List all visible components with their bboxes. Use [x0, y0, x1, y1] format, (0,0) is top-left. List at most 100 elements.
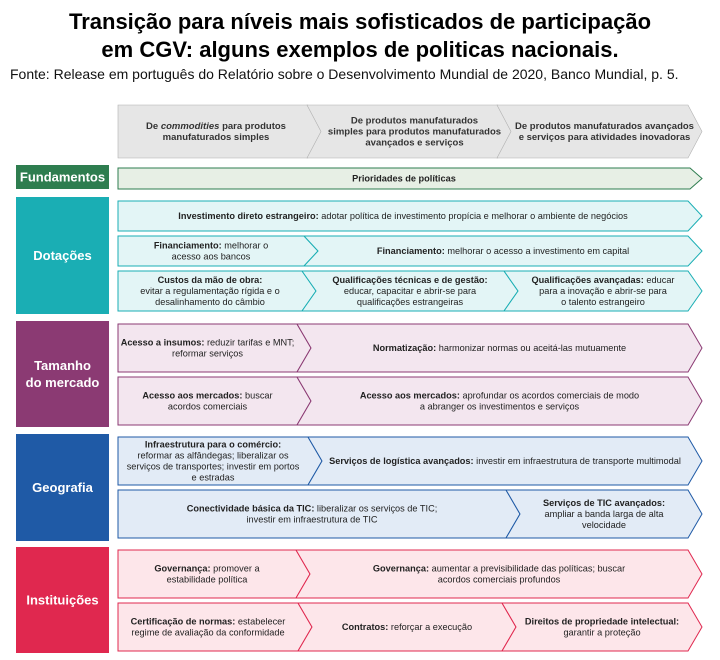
- text-segment: Certificação de normas:: [131, 617, 236, 627]
- category-label-line: Geografia: [32, 480, 93, 495]
- policy-arrow-text-2: Investimento direto estrangeiro: adotar …: [178, 211, 628, 221]
- policy-arrow-text-4: Financiamento: melhorar o acesso a inves…: [377, 246, 629, 256]
- category-label-line: Dotações: [33, 248, 92, 263]
- category-box-fundamentos: [16, 165, 109, 189]
- text-segment: serviços de transportes; investir em por…: [127, 462, 300, 472]
- text-segment: regime de avaliação da conformidade: [131, 628, 284, 638]
- text-segment: estabilidade política: [167, 575, 249, 585]
- title-line-1: Transição para níveis mais sofisticados …: [68, 9, 652, 34]
- category-label-mercado: Tamanho do mercado: [26, 358, 100, 390]
- category-label-line: Instituições: [26, 593, 98, 608]
- category-label-geografia: Geografia: [32, 480, 93, 495]
- policy-arrow-fundamentos-1: [117, 167, 703, 190]
- source-note: Fonte: Release em português do Relatório…: [10, 66, 679, 82]
- category-label-instituicoes: Instituições: [26, 593, 98, 608]
- text-segment: Direitos de propriedade intelectual:: [525, 617, 679, 627]
- text-segment: reforçar a execução: [388, 622, 472, 632]
- text-segment: buscar: [242, 391, 272, 401]
- text-segment: promover a: [211, 564, 261, 574]
- text-segment: Prioridades de políticas: [352, 174, 456, 184]
- policy-arrow-text-6: Qualificações técnicas e de gestão:educa…: [332, 275, 487, 307]
- category-label-line: Fundamentos: [20, 170, 105, 185]
- text-segment: reformar serviços: [172, 349, 243, 359]
- text-segment: Qualificações técnicas e de gestão:: [332, 275, 487, 285]
- text-segment: Serviços de logística avançados:: [329, 456, 474, 466]
- text-segment: ampliar a banda larga de alta: [544, 509, 664, 519]
- text-segment: a abranger os investimentos e serviços: [420, 402, 580, 412]
- text-segment: para produtos: [219, 121, 286, 132]
- text-segment: educar, capacitar e abrir-se para: [344, 286, 477, 296]
- text-segment: investir em infraestrutura de transporte…: [474, 456, 681, 466]
- policy-arrow-text-12: Infraestrutura para o comércio:reformar …: [127, 440, 300, 483]
- category-box-dotacoes: [16, 197, 109, 314]
- policy-arrow-text-19: Contratos: reforçar a execução: [342, 622, 472, 632]
- category-label-line: Tamanho: [34, 358, 91, 373]
- text-segment: De produtos manufaturados: [351, 116, 478, 127]
- text-segment: Acesso aos mercados:: [360, 391, 460, 401]
- category-box-mercado: [16, 321, 109, 427]
- policy-arrow-text-17: Governança: aumentar a previsibilidade d…: [373, 564, 625, 585]
- category-box-geografia: [16, 434, 109, 541]
- policy-arrow-dotacoes-7: [503, 270, 703, 312]
- text-segment: e estradas: [192, 473, 235, 483]
- text-segment: acesso aos bancos: [172, 252, 251, 262]
- text-segment: aprofundar os acordos comerciais de modo: [460, 391, 639, 401]
- text-segment: Infraestrutura para o comércio:: [145, 440, 281, 450]
- text-segment: liberalizar os serviços de TIC;: [314, 504, 437, 514]
- text-segment: educar: [644, 275, 675, 285]
- text-segment: Financiamento:: [154, 241, 222, 251]
- text-segment: reformar as alfândegas; liberalizar os: [137, 451, 289, 461]
- text-segment: Acesso a insumos:: [121, 338, 205, 348]
- category-label-fundamentos: Fundamentos: [20, 170, 105, 185]
- text-segment: acordos comerciais profundos: [438, 575, 561, 585]
- text-segment: melhorar o: [222, 241, 268, 251]
- policy-arrow-dotacoes-2: [117, 200, 703, 232]
- policy-arrow-instituicoes-17: [295, 549, 703, 599]
- policy-arrow-mercado-11: [296, 376, 703, 426]
- category-label-line: do mercado: [26, 375, 100, 390]
- text-segment: e serviços para atividades inovadoras: [519, 132, 691, 143]
- category-box-instituicoes: [16, 547, 109, 653]
- text-segment: garantir a proteção: [563, 628, 640, 638]
- title-line-2: em CGV: alguns exemplos de politicas nac…: [101, 37, 619, 62]
- policy-arrow-dotacoes-4: [302, 235, 703, 267]
- text-segment: o talento estrangeiro: [561, 297, 645, 307]
- text-segment: investir em infraestrutura de TIC: [246, 515, 377, 525]
- text-segment: commodities: [161, 121, 220, 132]
- policy-arrow-text-5: Custos da mão de obra:evitar a regulamen…: [140, 275, 279, 307]
- policy-arrow-instituicoes-20: [501, 602, 703, 652]
- policy-arrow-text-13: Serviços de logística avançados: investi…: [329, 456, 681, 466]
- text-segment: avançados e serviços: [365, 138, 463, 149]
- text-segment: acordos comerciais: [168, 402, 248, 412]
- text-segment: evitar a regulamentação rígida e o: [140, 286, 279, 296]
- text-segment: Contratos:: [342, 622, 388, 632]
- text-segment: Qualificações avançadas:: [531, 275, 643, 285]
- policy-arrow-mercado-9: [296, 323, 703, 373]
- policy-arrow-text-11: Acesso aos mercados: aprofundar os acord…: [360, 391, 639, 412]
- text-segment: Conectividade básica da TIC:: [187, 504, 315, 514]
- text-segment: qualificações estrangeiras: [357, 297, 464, 307]
- policy-arrow-text-9: Normatização: harmonizar normas ou aceit…: [373, 343, 626, 353]
- text-segment: estabelecer: [235, 617, 285, 627]
- text-segment: Financiamento:: [377, 246, 445, 256]
- text-segment: Custos da mão de obra:: [158, 275, 263, 285]
- text-segment: velocidade: [582, 520, 626, 530]
- text-segment: aumentar a previsibilidade das políticas…: [429, 564, 625, 574]
- text-segment: desalinhamento do câmbio: [155, 297, 265, 307]
- policy-arrow-geografia-13: [307, 436, 703, 486]
- text-segment: Serviços de TIC avançados:: [543, 498, 665, 508]
- text-segment: Investimento direto estrangeiro:: [178, 211, 318, 221]
- policy-arrow-text-14: Conectividade básica da TIC: liberalizar…: [187, 504, 438, 525]
- page-title: Transição para níveis mais sofisticados …: [0, 8, 720, 64]
- policy-arrow-geografia-15: [505, 489, 703, 539]
- text-segment: harmonizar normas ou aceitá-las mutuamen…: [436, 343, 626, 353]
- policy-arrow-text-15: Serviços de TIC avançados:ampliar a band…: [543, 498, 665, 530]
- text-segment: De produtos manufaturados avançados: [515, 121, 694, 132]
- text-segment: Normatização:: [373, 343, 436, 353]
